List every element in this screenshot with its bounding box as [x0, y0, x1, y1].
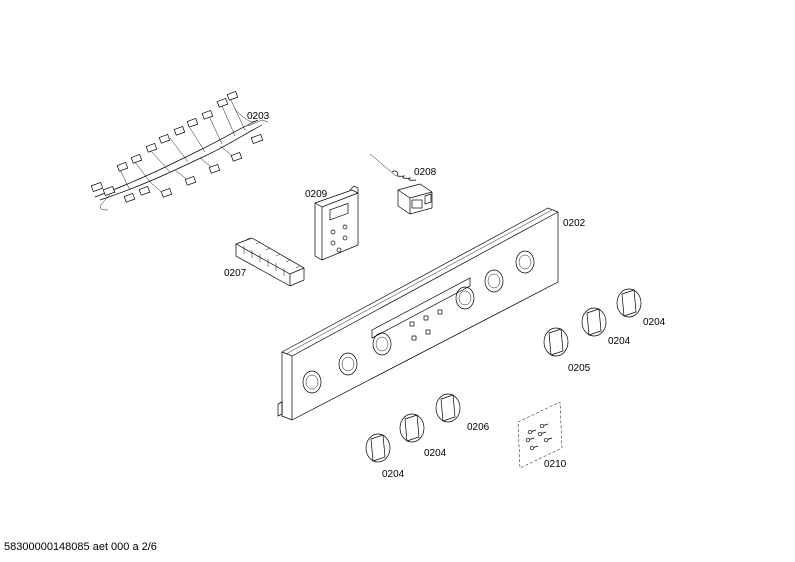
knob-left-right[interactable] [543, 327, 569, 357]
control-module[interactable] [314, 185, 359, 261]
label-control-module: 0209 [305, 189, 328, 200]
knob-bottom-mid[interactable] [399, 413, 425, 443]
thermostat[interactable] [369, 153, 433, 215]
label-thermostat: 0208 [414, 167, 437, 178]
label-knob-mid-right: 0204 [608, 336, 631, 347]
label-wiring-harness: 0203 [247, 111, 270, 122]
knob-center[interactable] [435, 393, 461, 423]
label-control-panel: 0202 [563, 218, 586, 229]
label-knob-top-right: 0204 [643, 317, 666, 328]
terminal-block[interactable] [235, 237, 305, 287]
knob-mid-right[interactable] [581, 307, 607, 337]
knob-bottom-left[interactable] [365, 433, 391, 463]
label-knob-left-right: 0205 [568, 363, 591, 374]
label-knob-bottom-mid: 0204 [424, 448, 447, 459]
knob-top-right[interactable] [616, 288, 642, 318]
document-footer: 58300000148085 aet 000 a 2/6 [4, 541, 157, 553]
wiring-harness[interactable] [90, 91, 269, 211]
label-knob-bottom-left: 0204 [382, 469, 405, 480]
control-panel[interactable] [277, 207, 559, 421]
label-terminal-block: 0207 [224, 268, 247, 279]
screw-set[interactable] [517, 401, 563, 469]
knob-holes [302, 250, 535, 394]
label-screw-set: 0210 [544, 459, 567, 470]
label-knob-center: 0206 [467, 422, 490, 433]
